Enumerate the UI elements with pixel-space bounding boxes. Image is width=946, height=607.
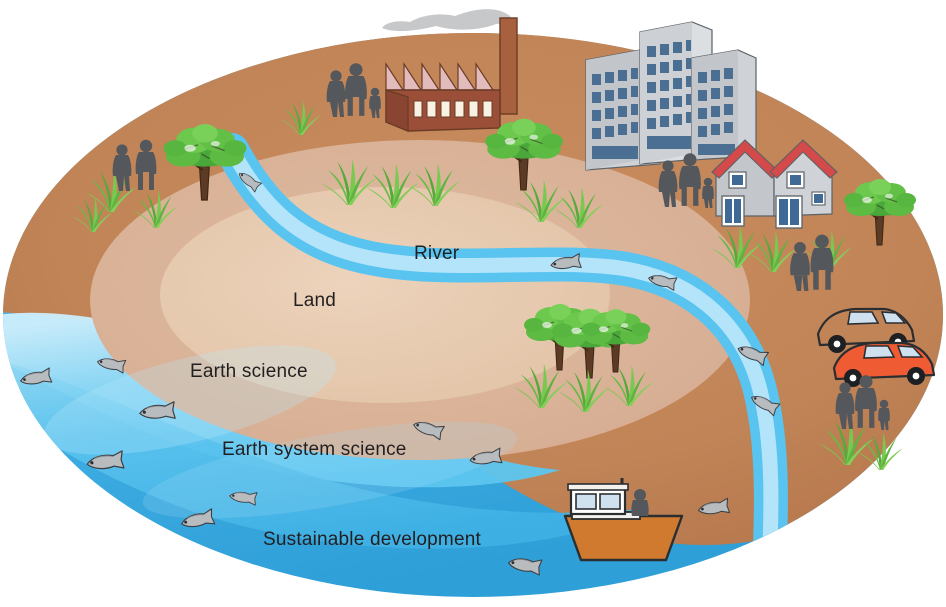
house-roof-left bbox=[711, 139, 780, 179]
smoke-plume bbox=[382, 9, 512, 32]
label-earth-science: Earth science bbox=[190, 361, 308, 382]
cars bbox=[816, 307, 936, 387]
factory-windows bbox=[413, 100, 493, 118]
car-orange bbox=[832, 341, 936, 387]
label-earth-system-science: Earth system science bbox=[222, 439, 407, 460]
fishing-boat bbox=[563, 478, 684, 562]
factory-roof bbox=[385, 61, 495, 91]
office-towers bbox=[585, 21, 757, 171]
fisherman bbox=[631, 489, 649, 516]
tower-right bbox=[691, 49, 757, 161]
house-windows bbox=[721, 171, 826, 229]
label-land: Land bbox=[293, 290, 337, 311]
car-outline bbox=[816, 307, 916, 353]
smokestack bbox=[499, 17, 518, 115]
label-sustainable-development: Sustainable development bbox=[263, 529, 481, 550]
label-river: River bbox=[414, 243, 460, 264]
house bbox=[711, 139, 838, 229]
boat-hull bbox=[563, 514, 684, 562]
factory bbox=[382, 9, 518, 132]
house-roof-right bbox=[769, 139, 838, 179]
river-course bbox=[215, 133, 788, 597]
